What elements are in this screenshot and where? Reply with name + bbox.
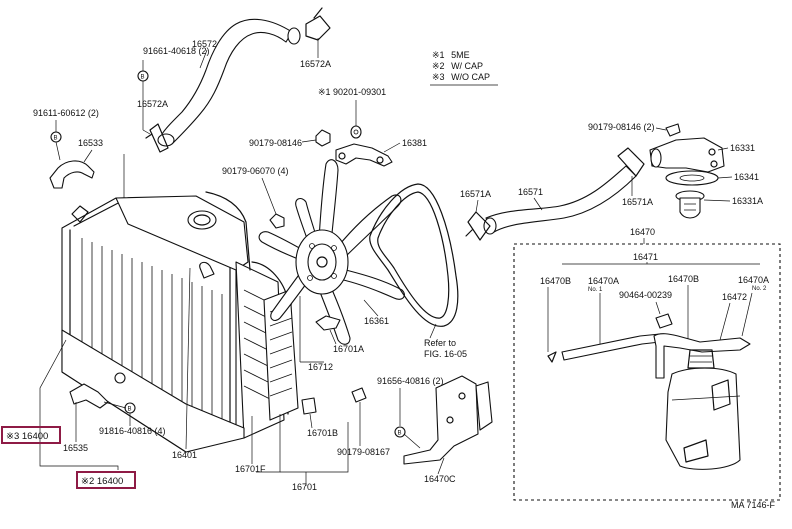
label-16572-top: 16572 [192,39,217,49]
clip-16701a [315,315,341,331]
radiator-bottom-tank [61,329,245,453]
overflow-tube-16470a [547,313,751,379]
radiator-top-tank [115,195,249,271]
label-16701f: 16701F [235,464,266,474]
label-16572a-top: 16572A [300,59,331,69]
label-90179-06070: 90179-06070 (4) [222,166,289,176]
washer-90201 [350,125,362,139]
reserve-tank-group-box [513,243,781,501]
label-16571a-left: 16571A [460,189,491,199]
lower-hose-16571 [465,147,645,241]
label-90464: 90464-00239 [619,290,672,300]
label-91661: 91661-40618 (2) [143,46,210,56]
water-outlet-16331 [649,123,725,173]
label-16331: 16331 [730,143,755,153]
label-16701a: 16701A [333,344,364,354]
legend-item-1: ※1 5ME [432,50,470,60]
label-90179-08146-right: 90179-08146 (2) [588,122,655,132]
label-91611: 91611-60612 (2) [33,108,99,118]
upper-hose [145,7,331,153]
label-16571: 16571 [518,187,543,197]
label-16470a-no1: 16470A [588,276,619,286]
callout-16400-w-cap[interactable] [76,471,136,489]
bolt-90179-08146-right [665,123,681,137]
svg-text:B: B [398,431,402,437]
label-16381: 16381 [402,138,427,148]
label-16470: 16470 [630,227,655,237]
label-90201: ※1 90201-09301 [318,87,386,97]
legend: ※1 5ME ※2 W/ CAP ※3 W/O CAP [430,50,498,86]
label-16470b-right: 16470B [668,274,699,284]
label-16331a: 16331A [732,196,763,206]
hose-clamp-top [305,15,331,41]
label-16341: 16341 [734,172,759,182]
label-16572a-left: 16572A [137,99,168,109]
callout-16400-w-o-cap[interactable] [1,426,61,444]
legend-item-2: ※2 W/ CAP [432,61,483,71]
label-16361: 16361 [364,316,389,326]
radiator-filler-neck [187,210,217,230]
bolt-90179-06070 [269,213,285,229]
label-91656: 91656-40816 (2) [377,376,444,386]
fan-assembly [258,159,405,345]
marker-b-4 [394,426,406,438]
label-16571a-right: 16571A [622,197,653,207]
label-16472: 16472 [722,292,747,302]
svg-text:B: B [54,136,58,142]
label-16471: 16471 [633,252,658,262]
label-16712: 16712 [308,362,333,372]
label-refer-fig: FIG. 16-05 [424,349,467,359]
v-belt [369,183,459,327]
reserve-tank-cap [687,349,715,369]
fan-hub [307,243,337,281]
label-90179-08167: 90179-08167 [337,447,390,457]
svg-text:B: B [128,407,132,413]
bracket-16470c [403,375,493,465]
reserve-tank-16472 [665,349,741,470]
label-no2: No. 2 [752,286,767,292]
svg-text:B: B [141,75,145,81]
legend-item-3: ※3 W/O CAP [432,72,490,82]
thermostat-16331a [675,190,705,219]
figure-code: MA 7146-F [731,500,776,510]
nut-90179-08167 [351,387,367,403]
label-refer-to: Refer to [424,338,456,348]
label-16701: 16701 [292,482,317,492]
label-16401: 16401 [172,450,197,460]
label-16400-w-o-cap: ※3 16400 [6,431,48,442]
label-16470a-no2: 16470A [738,275,769,285]
label-16400-w-cap: ※2 16400 [81,476,123,487]
label-16701b: 16701B [307,428,338,438]
hose-clamp-left [145,123,169,153]
label-90179-08146-fan: 90179-08146 [249,138,302,148]
radiator-core [61,195,285,453]
label-91816: 91816-40816 (4) [99,426,166,436]
bracket-16533 [49,160,95,189]
label-16470b-left: 16470B [540,276,571,286]
label-16533: 16533 [78,138,103,148]
nut-90179-08146-fan [315,129,331,147]
clip-16701b [301,397,317,415]
label-16535: 16535 [63,443,88,453]
label-no1: No. 1 [588,287,603,293]
label-16470c: 16470C [424,474,456,484]
bracket-16381 [335,143,393,167]
gasket-16341 [665,170,719,186]
